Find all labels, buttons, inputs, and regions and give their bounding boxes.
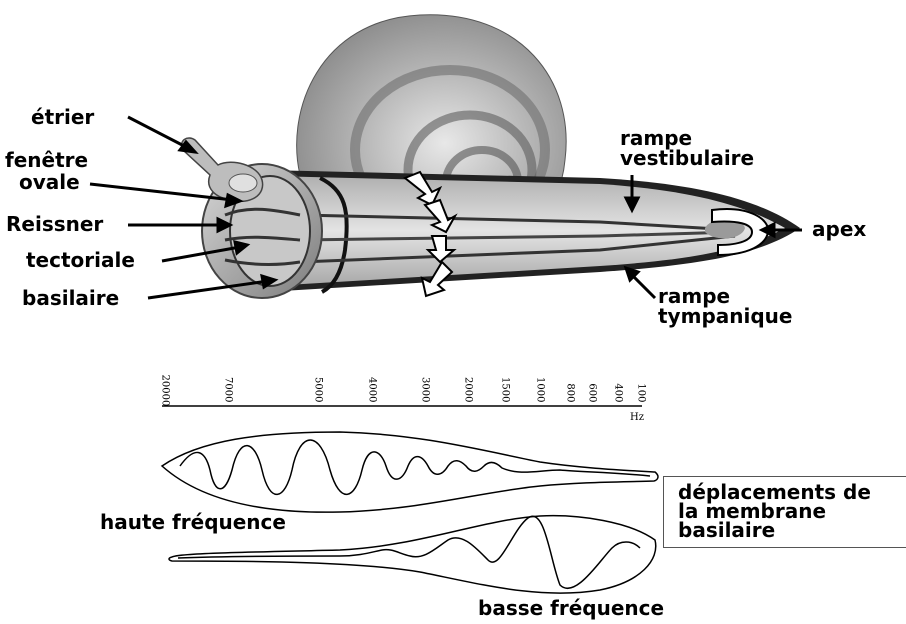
frequency-tick-100: 100 — [636, 375, 647, 403]
frequency-tick-1000: 1000 — [535, 375, 546, 403]
frequency-tick-7000: 7000 — [223, 375, 234, 403]
label-apex: apex — [812, 219, 866, 239]
label-rampe-vestibulaire-1: rampe — [620, 128, 692, 148]
frequency-tick-4000: 4000 — [367, 375, 378, 403]
frequency-tick-5000: 5000 — [313, 375, 324, 403]
label-etrier: étrier — [31, 107, 94, 127]
label-haute-frequence: haute fréquence — [100, 512, 286, 532]
legend-box: déplacements de la membrane basilaire — [663, 476, 906, 548]
frequency-tick-800: 800 — [565, 375, 576, 403]
frequency-tick-3000: 3000 — [420, 375, 431, 403]
frequency-tick-400: 400 — [613, 375, 624, 403]
frequency-tick-20000: 20000 — [160, 375, 171, 403]
label-rampe-tympanique-1: rampe — [658, 286, 730, 306]
legend-line-3: basilaire — [678, 521, 906, 540]
label-rampe-vestibulaire-2: vestibulaire — [620, 148, 754, 168]
high-frequency-envelope — [162, 432, 658, 512]
label-fenetre-ovale-1: fenêtre — [5, 150, 88, 170]
frequency-tick-2000: 2000 — [463, 375, 474, 403]
label-fenetre-ovale-2: ovale — [19, 172, 80, 192]
label-basilaire: basilaire — [22, 288, 119, 308]
frequency-tick-1500: 1500 — [500, 375, 511, 403]
label-reissner: Reissner — [6, 214, 103, 234]
label-tectoriale: tectoriale — [26, 250, 135, 270]
stapes-bone — [182, 138, 263, 201]
label-rampe-tympanique-2: tympanique — [658, 306, 792, 326]
label-basse-frequence: basse fréquence — [478, 598, 664, 618]
unrolled-cochlear-duct — [265, 170, 800, 292]
frequency-unit: Hz — [630, 412, 644, 423]
frequency-tick-600: 600 — [587, 375, 598, 403]
